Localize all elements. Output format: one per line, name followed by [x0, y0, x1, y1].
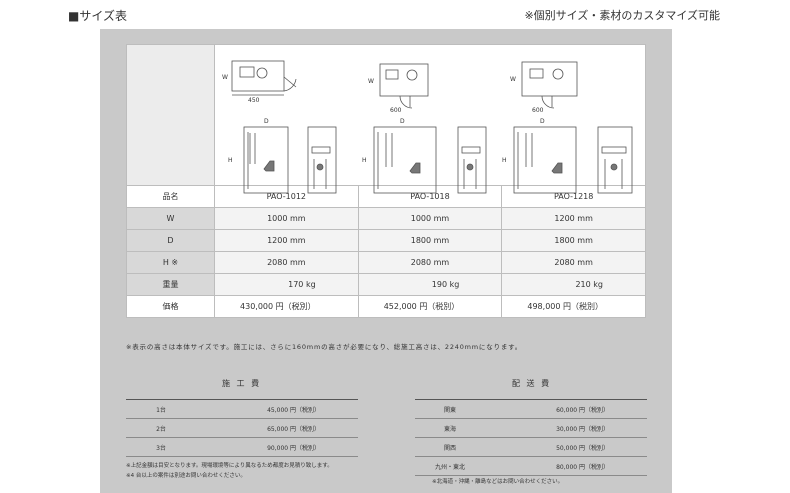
elev-d-label: D [264, 118, 269, 125]
plan-dim-label: 600 [390, 107, 402, 114]
table-row: D 1200 mm 1800 mm 1800 mm [126, 229, 646, 252]
table-row: 3台 90,000 円（税別） [126, 437, 358, 457]
cell-value: 1200 mm [501, 207, 646, 230]
install-fee-title: 施 工 費 [222, 379, 262, 388]
booth-drawings: W 450 W 600 W 600 [222, 60, 633, 194]
row-label: H ※ [126, 251, 215, 274]
table-row: 品名 PAO-1012 PAO-1018 PAO-1218 [126, 185, 646, 208]
plan-dim-label: 600 [532, 107, 544, 114]
delivery-fee-title: 配 送 費 [512, 379, 552, 388]
install-fee-note: ※4 台以上の案件は別途お問い合わせください。 [126, 473, 246, 479]
install-fee-note: ※上記金額は目安となります。現場環境等により異なるため都度お見積り致します。 [126, 463, 333, 469]
install-fee-notes: ※上記金額は目安となります。現場環境等により異なるため都度お見積り致します。 ※… [126, 461, 333, 481]
elevation-pao-1218: D H [502, 118, 633, 194]
plan-view-pao-1018: W 600 [368, 63, 429, 114]
cell-value: 498,000 円（税別） [501, 295, 646, 318]
plan-w-label: W [510, 76, 516, 83]
fee-label: 関西 [415, 437, 485, 457]
cell-value: 430,000 円（税別） [214, 295, 359, 318]
row-label: 品名 [126, 185, 215, 208]
cell-value: 210 kg [501, 273, 646, 296]
cell-value: 190 kg [357, 273, 503, 296]
delivery-fee-table: 関東 60,000 円（税別） 東海 30,000 円（税別） 関西 50,00… [415, 399, 647, 476]
fee-label: 3台 [126, 437, 196, 457]
cell-value: 1200 mm [214, 229, 359, 252]
fee-value: 50,000 円（税別） [485, 437, 647, 457]
elev-h-label: H [502, 157, 507, 164]
elev-d-label: D [540, 118, 545, 125]
spec-table: 品名 PAO-1012 PAO-1018 PAO-1218 W 1000 mm … [126, 44, 646, 318]
cell-value: 2080 mm [214, 251, 359, 274]
fee-value: 65,000 円（税別） [196, 418, 358, 438]
plan-view-pao-1218: W 600 [510, 61, 578, 114]
cell-value: 452,000 円（税別） [357, 295, 503, 318]
elev-h-label: H [362, 157, 367, 164]
table-row: 九州・東北 80,000 円（税別） [415, 456, 647, 476]
spec-panel: 品名 PAO-1012 PAO-1018 PAO-1218 W 1000 mm … [100, 29, 672, 493]
cell-value: 1800 mm [357, 229, 503, 252]
cell-value: 1000 mm [357, 207, 503, 230]
plan-w-label: W [222, 74, 228, 81]
model-name: PAO-1218 [501, 185, 646, 208]
page-title: ■サイズ表 [68, 9, 127, 23]
plan-dim-label: 450 [248, 97, 260, 104]
fee-label: 2台 [126, 418, 196, 438]
row-label: 重量 [126, 273, 215, 296]
fee-label: 東海 [415, 418, 485, 438]
elevation-pao-1012: D H [228, 118, 337, 194]
model-name: PAO-1012 [214, 185, 359, 208]
fee-label: 1台 [126, 399, 196, 419]
height-note: ※表示の高さは本体サイズです。施工には、さらに160mmの高さが必要になり、総施… [126, 343, 523, 351]
install-fee-table: 1台 45,000 円（税別） 2台 65,000 円（税別） 3台 90,00… [126, 399, 358, 457]
fee-value: 90,000 円（税別） [196, 437, 358, 457]
table-row: 重量 170 kg 190 kg 210 kg [126, 273, 646, 296]
table-row: 1台 45,000 円（税別） [126, 399, 358, 419]
fee-value: 60,000 円（税別） [485, 399, 647, 419]
table-row: 関東 60,000 円（税別） [415, 399, 647, 419]
elev-d-label: D [400, 118, 405, 125]
delivery-fee-note: ※北海道・沖縄・離島などはお問い合わせください。 [432, 479, 564, 485]
plan-view-pao-1012: W 450 [222, 60, 297, 104]
table-row: H ※ 2080 mm 2080 mm 2080 mm [126, 251, 646, 274]
cell-value: 2080 mm [357, 251, 503, 274]
model-name: PAO-1018 [357, 185, 503, 208]
row-label: 価格 [126, 295, 215, 318]
cell-value: 1000 mm [214, 207, 359, 230]
table-row: 2台 65,000 円（税別） [126, 418, 358, 438]
customize-note: ※個別サイズ・素材のカスタマイズ可能 [524, 9, 720, 22]
row-label: W [126, 207, 215, 230]
plan-w-label: W [368, 78, 374, 85]
drawing-cell [214, 44, 646, 186]
fee-label: 関東 [415, 399, 485, 419]
fee-label: 九州・東北 [415, 456, 485, 476]
row-label: D [126, 229, 215, 252]
fee-value: 45,000 円（税別） [196, 399, 358, 419]
elev-h-label: H [228, 157, 233, 164]
fee-value: 30,000 円（税別） [485, 418, 647, 438]
table-row: 価格 430,000 円（税別） 452,000 円（税別） 498,000 円… [126, 295, 646, 318]
cell-value: 170 kg [214, 273, 359, 296]
drawing-label-cell [126, 44, 215, 186]
table-row: 関西 50,000 円（税別） [415, 437, 647, 457]
cell-value: 1800 mm [501, 229, 646, 252]
elevation-pao-1018: D H [362, 118, 487, 194]
table-row: W 1000 mm 1000 mm 1200 mm [126, 207, 646, 230]
table-row: 東海 30,000 円（税別） [415, 418, 647, 438]
fee-value: 80,000 円（税別） [485, 456, 647, 476]
cell-value: 2080 mm [501, 251, 646, 274]
